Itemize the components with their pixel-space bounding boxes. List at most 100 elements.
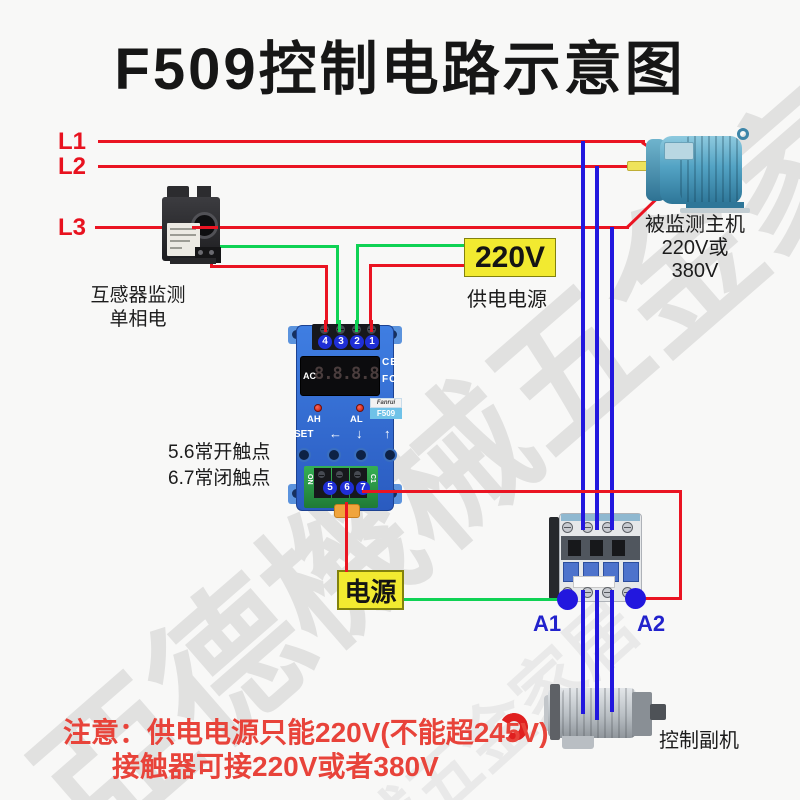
controller-display <box>300 356 380 396</box>
pcb-c1-label: C1 <box>369 474 376 483</box>
page-title: F509控制电路示意图 <box>114 37 686 102</box>
main-motor-base-plate <box>680 208 750 213</box>
contactor-top-screw-1 <box>562 522 573 533</box>
wire-ct-red-h <box>210 265 328 268</box>
phase-label-l3: L3 <box>58 214 87 241</box>
set-button-label[interactable]: SET <box>294 429 314 440</box>
main-motor-base <box>686 202 744 210</box>
wire-power-to-a1 <box>404 598 570 601</box>
wire-blue-phase1 <box>581 141 585 537</box>
terminal-4-label: 4 <box>318 335 332 349</box>
wire-l3 <box>95 226 629 229</box>
supply-220v-box: 220V <box>464 238 556 277</box>
stub-contactor-in-3 <box>610 512 614 530</box>
wire-blue-phase3 <box>610 227 614 537</box>
wire-supply-red-v <box>369 264 372 333</box>
bottom-screw-5 <box>317 470 326 479</box>
bottom-screw-7 <box>353 470 362 479</box>
coil-label-a2: A2 <box>637 611 666 636</box>
notice-text: 注意：供电电源只能220V(不能超245V) 接触器可接220V或者380V <box>63 716 548 784</box>
terminal-2-label: 2 <box>350 335 364 349</box>
contactor-mid-slot-2 <box>590 540 603 556</box>
aux-motor-gearbox <box>632 692 652 736</box>
bottom-screw-6 <box>335 470 344 479</box>
main-motor-caption: 被监测主机 220V或 380V <box>643 214 747 283</box>
brand-label: Fanrui <box>370 398 402 408</box>
stub-terminal-3 <box>338 320 341 332</box>
contactor-blue-button-4 <box>623 562 639 582</box>
wire-supply-green-v <box>356 244 359 333</box>
stub-terminal-2 <box>355 320 358 332</box>
wire-blue-out-3 <box>610 590 614 712</box>
ce-mark: CE <box>382 357 398 368</box>
up-arrow-button[interactable]: ↑ <box>384 426 391 441</box>
wire-blue-phase2 <box>595 166 599 537</box>
stub-terminal-4 <box>324 320 327 332</box>
aux-motor-clamp-band <box>550 684 560 740</box>
ct-caption-line1: 互感器监测 <box>90 285 186 306</box>
contactor-top-strip <box>561 514 640 521</box>
phase-label-l1: L1 <box>58 128 87 155</box>
aux-motor-caption: 控制副机 <box>659 730 739 752</box>
aux-motor-foot <box>562 736 594 749</box>
wire-to-a2 <box>638 597 682 600</box>
main-motor-junction-box <box>664 142 694 160</box>
wire-ct-red-v2 <box>325 265 328 333</box>
wire-l2 <box>98 165 628 168</box>
down-arrow-button[interactable]: ↓ <box>356 426 363 441</box>
model-label: F509 <box>370 408 402 419</box>
wire-supply-red-h <box>369 264 466 267</box>
wire-l3-through-ct <box>192 226 218 229</box>
ct-base <box>170 258 216 264</box>
contactor-mid-slot-3 <box>612 540 625 556</box>
main-motor-lift-hook <box>737 128 749 140</box>
terminal-3-label: 3 <box>334 335 348 349</box>
up-push-button[interactable] <box>383 448 397 462</box>
wire-l1 <box>98 140 645 143</box>
phase-label-l2: L2 <box>58 153 87 180</box>
wire-terminal7-h <box>362 490 682 493</box>
display-digits: 8.8.8.8 <box>314 364 380 384</box>
contactor-name-plate <box>573 576 615 588</box>
terminal-5-label: 5 <box>323 481 337 495</box>
contactor-din-rail <box>549 517 559 599</box>
led-ah-label: AH <box>307 414 321 425</box>
pcb-on-label: ON <box>306 474 313 485</box>
supply-caption: 供电电源 <box>467 289 547 311</box>
wire-blue-out-1 <box>581 590 585 714</box>
power-box: 电源 <box>337 570 404 610</box>
ct-caption-line2: 单相电 <box>109 309 167 330</box>
ct-terminal-screw-2 <box>209 250 214 255</box>
terminal-6-label: 6 <box>340 481 354 495</box>
left-arrow-button[interactable]: ← <box>329 426 342 441</box>
notice-line1: 注意：供电电源只能220V(不能超245V) <box>63 717 549 748</box>
aux-motor-fins <box>562 688 636 738</box>
ct-top-block-right <box>197 186 211 200</box>
contact-note-line1: 5.6常开触点 <box>168 442 271 463</box>
main-motor-caption-line1: 被监测主机 <box>645 214 745 236</box>
contact-note-line2: 6.7常闭触点 <box>168 468 271 489</box>
wire-ct-green-v <box>336 245 339 333</box>
wire-terminal7-v <box>679 490 682 600</box>
fc-mark: FC <box>382 374 398 385</box>
wire-blue-out-2 <box>595 590 599 720</box>
coil-terminal-a2-dot <box>625 588 646 609</box>
down-push-button[interactable] <box>354 448 368 462</box>
led-al <box>356 404 364 412</box>
wire-supply-green-h <box>356 244 466 247</box>
ct-caption: 互感器监测 单相电 <box>72 284 204 332</box>
stub-contactor-in-2 <box>595 512 599 530</box>
aux-motor-shaft <box>650 704 666 720</box>
coil-terminal-a1-dot <box>557 589 578 610</box>
stub-terminal-1 <box>370 320 373 332</box>
coil-label-a1: A1 <box>533 611 562 636</box>
main-motor-caption-line3: 380V <box>671 260 719 282</box>
notice-line2: 接触器可接220V或者380V <box>112 751 439 782</box>
aux-motor-body <box>548 688 636 738</box>
contactor-top-screw-4 <box>622 522 633 533</box>
left-push-button[interactable] <box>327 448 341 462</box>
ct-top-block-left <box>167 186 189 200</box>
display-ac-label: AC <box>303 371 316 381</box>
set-push-button[interactable] <box>297 448 311 462</box>
wire-ct-green-h <box>214 245 339 248</box>
